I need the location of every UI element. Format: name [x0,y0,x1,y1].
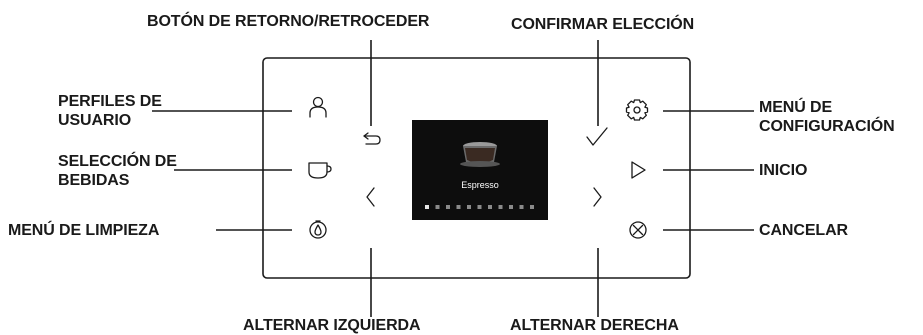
page-dot [498,205,503,209]
page-dot [446,205,450,209]
gear-icon[interactable] [625,99,649,121]
page-dot [456,205,461,209]
return-arrow-icon[interactable] [363,132,381,145]
play-icon[interactable] [631,161,646,179]
page-dot [519,205,524,209]
page-dot [509,205,513,209]
label-back-button: BOTÓN DE RETORNO/RETROCEDER [147,13,430,30]
control-panel-outline [262,57,691,279]
espresso-cup-image [460,142,500,167]
label-start: INICIO [759,162,808,179]
label-toggle-left: ALTERNAR IZQUIERDA [243,317,421,334]
display-screen [412,120,548,220]
label-toggle-right: ALTERNAR DERECHA [510,317,679,334]
page-dot [467,205,471,209]
user-icon[interactable] [309,96,327,118]
chevron-left-icon[interactable] [366,187,375,207]
label-settings-menu-line2: CONFIGURACIÓN [759,118,895,135]
checkmark-icon[interactable] [586,127,608,146]
label-drink-selection-line1: SELECCIÓN DE [58,153,177,170]
label-cancel: CANCELAR [759,222,848,239]
cleaning-icon[interactable] [309,220,327,239]
label-confirm: CONFIRMAR ELECCIÓN [511,16,695,33]
page-dot [425,205,429,209]
page-dot [477,205,482,209]
label-user-profiles: PERFILES DE USUARIO [58,92,162,130]
label-drink-selection: SELECCIÓN DE BEBIDAS [58,152,177,190]
label-settings-menu: MENÚ DE CONFIGURACIÓN [759,98,895,136]
label-user-profiles-line1: PERFILES DE [58,93,162,110]
drink-name: Espresso [461,180,499,190]
page-dot [435,205,440,209]
label-user-profiles-line2: USUARIO [58,112,132,129]
label-cleaning-menu: MENÚ DE LIMPIEZA [8,222,160,239]
chevron-right-icon[interactable] [593,187,602,207]
page-dot [530,205,534,209]
page-dot [488,205,492,209]
label-drink-selection-line2: BEBIDAS [58,172,130,189]
cup-icon[interactable] [308,162,332,179]
label-settings-menu-line1: MENÚ DE [759,99,833,116]
cancel-icon[interactable] [629,221,647,239]
leader-lines [152,40,754,317]
page-indicator [425,205,534,209]
